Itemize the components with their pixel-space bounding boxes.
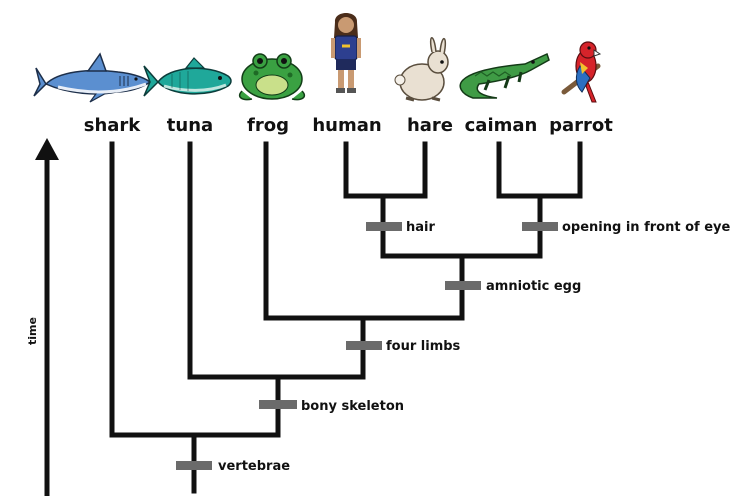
trait-label-hair: hair bbox=[406, 220, 435, 235]
trait-label-bony-skeleton: bony skeleton bbox=[301, 399, 404, 414]
tick-four-limbs bbox=[346, 341, 382, 350]
tuna-icon bbox=[143, 57, 232, 97]
tick-hair bbox=[366, 222, 402, 231]
trait-label-vertebrae: vertebrae bbox=[218, 459, 290, 474]
trait-label-amniotic-egg: amniotic egg bbox=[486, 279, 581, 294]
taxon-label-caiman: caiman bbox=[465, 115, 538, 136]
trait-label-four-limbs: four limbs bbox=[386, 339, 461, 354]
trait-label-opening-eye: opening in front of eye bbox=[562, 220, 730, 235]
taxon-label-frog: frog bbox=[247, 115, 289, 136]
parrot-icon bbox=[561, 41, 602, 103]
time-axis: time bbox=[26, 138, 59, 496]
taxon-label-shark: shark bbox=[84, 115, 142, 136]
tick-bony-skeleton bbox=[259, 400, 297, 409]
branch-caiman-parrot bbox=[496, 141, 583, 199]
human-icon bbox=[331, 13, 361, 93]
shark-icon bbox=[33, 52, 152, 103]
tick-amniotic-egg bbox=[445, 281, 481, 290]
caiman-icon bbox=[459, 52, 550, 99]
taxon-label-human: human bbox=[312, 115, 381, 136]
time-axis-arrowhead bbox=[35, 138, 59, 160]
tick-vertebrae bbox=[176, 461, 212, 470]
time-axis-label: time bbox=[26, 317, 39, 345]
taxon-label-tuna: tuna bbox=[167, 115, 213, 136]
trait-ticks bbox=[176, 222, 558, 470]
taxon-labels: shark tuna frog human hare caiman parrot bbox=[84, 115, 614, 136]
tick-opening-eye bbox=[522, 222, 558, 231]
branch-human-hare bbox=[343, 141, 428, 199]
frog-icon bbox=[238, 53, 306, 101]
tree-branches bbox=[109, 141, 583, 494]
taxon-label-hare: hare bbox=[407, 115, 453, 136]
trait-labels: vertebrae bony skeleton four limbs amnio… bbox=[218, 220, 730, 474]
hare-icon bbox=[394, 37, 449, 102]
taxon-label-parrot: parrot bbox=[549, 115, 613, 136]
